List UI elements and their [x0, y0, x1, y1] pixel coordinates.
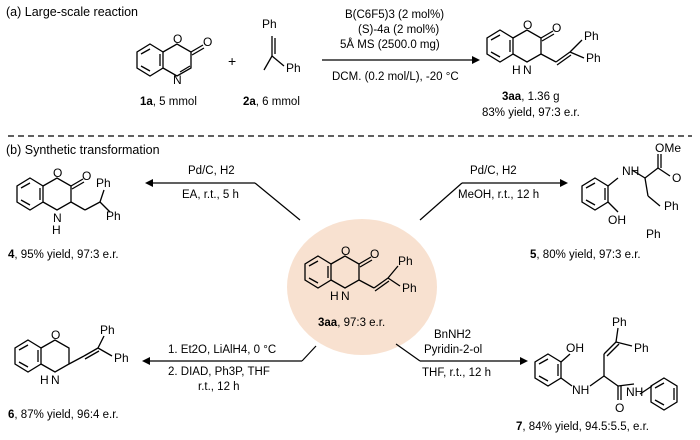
arrow-to-7: [395, 343, 421, 362]
svg-text:Ph: Ph: [612, 315, 627, 329]
compound-5-label: 5, 80% yield, 97:3 e.r.: [530, 249, 641, 261]
t2-reagent: Pd/C, H2: [470, 165, 517, 177]
atom-label: O: [203, 35, 212, 49]
atom-label: O: [173, 32, 182, 46]
svg-text:Ph: Ph: [664, 199, 679, 213]
svg-text:H: H: [512, 63, 521, 77]
svg-text:O: O: [672, 171, 681, 185]
svg-text:Ph: Ph: [402, 281, 417, 295]
svg-text:O: O: [552, 21, 561, 35]
compound-4-label: 4, 95% yield, 97:3 e.r.: [8, 249, 119, 261]
svg-text:Ph: Ph: [114, 351, 129, 365]
svg-text:N: N: [51, 373, 60, 387]
t4-reagent2: Pyridin-2-ol: [424, 344, 483, 356]
t4-conditions: THF, r.t., 12 h: [422, 367, 492, 379]
svg-text:Ph: Ph: [586, 51, 601, 65]
t1-reagent: Pd/C, H2: [188, 165, 235, 177]
svg-text:Ph: Ph: [646, 227, 661, 241]
svg-text:OH: OH: [608, 213, 626, 227]
compound-6-label: 6, 87% yield, 96:4 e.r.: [8, 409, 119, 421]
condition-solvent: DCM. (0.2 mol/L), -20 °C: [332, 71, 459, 83]
svg-text:NH: NH: [622, 164, 639, 178]
t3-step2: 2. DIAD, Ph3P, THF: [168, 366, 270, 378]
arrow-to-5: [419, 182, 463, 221]
svg-text:H: H: [330, 289, 339, 303]
product-3aa-label: 3aa, 1.36 g: [502, 91, 560, 103]
structure-2a: [263, 36, 285, 71]
svg-text:O: O: [523, 18, 532, 32]
svg-text:Ph: Ph: [96, 176, 111, 190]
svg-text:O: O: [51, 328, 60, 342]
structure-7: [534, 327, 678, 411]
reactant-1a-label: 1a, 5 mmol: [140, 96, 197, 108]
svg-text:Ph: Ph: [286, 61, 301, 75]
svg-text:Ph: Ph: [584, 29, 599, 43]
structure-5: [581, 154, 671, 213]
svg-text:H: H: [52, 223, 61, 237]
section-b-title: (b) Synthetic transformation: [6, 143, 160, 157]
svg-text:NH: NH: [626, 385, 643, 399]
condition-catalyst: B(C6F5)3 (2 mol%): [345, 9, 445, 21]
svg-text:Ph: Ph: [634, 341, 649, 355]
svg-text:O: O: [53, 166, 62, 180]
svg-text:O: O: [82, 169, 91, 183]
t2-conditions: MeOH, r.t., 12 h: [458, 189, 540, 201]
center-3aa-label: 3aa, 97:3 e.r.: [318, 317, 386, 329]
t1-conditions: EA, r.t., 5 h: [182, 189, 239, 201]
structure-6: [14, 335, 113, 373]
svg-text:O: O: [615, 401, 624, 415]
arrow-to-4: [254, 182, 301, 221]
atom-label: N: [173, 73, 182, 87]
svg-text:OMe: OMe: [655, 141, 681, 155]
plus-sign: +: [228, 53, 237, 69]
svg-text:Ph: Ph: [262, 17, 277, 31]
svg-text:Ph: Ph: [100, 323, 115, 337]
section-a-title: (a) Large-scale reaction: [6, 5, 139, 19]
svg-text:OH: OH: [566, 341, 584, 355]
t3-step2-conditions: r.t., 12 h: [198, 381, 240, 393]
t4-reagent1: BnNH2: [434, 329, 472, 341]
structure-3aa-center: [304, 255, 401, 292]
structure-1a: [136, 43, 205, 77]
svg-text:O: O: [341, 244, 350, 258]
condition-ms: 5Å MS (2500.0 mg): [340, 39, 440, 51]
svg-text:N: N: [53, 211, 62, 225]
svg-text:NH: NH: [572, 383, 589, 397]
svg-text:N: N: [523, 63, 532, 77]
svg-text:Ph: Ph: [106, 209, 121, 223]
structure-3aa-top: [486, 29, 585, 66]
reactant-2a-label: 2a, 6 mmol: [243, 96, 300, 108]
svg-text:H: H: [40, 373, 49, 387]
t3-step1: 1. Et2O, LiAlH4, 0 °C: [168, 344, 277, 356]
center-highlight: [287, 219, 437, 355]
compound-7-label: 7, 84% yield, 94.5:5.5, e.r.: [516, 421, 649, 433]
structure-4: [16, 177, 111, 213]
svg-text:Ph: Ph: [398, 254, 413, 268]
product-3aa-yield: 83% yield, 97:3 e.r.: [482, 107, 580, 119]
svg-text:O: O: [370, 247, 379, 261]
arrow-to-6: [301, 345, 317, 362]
svg-text:N: N: [341, 289, 350, 303]
condition-ligand: (S)-4a (2 mol%): [358, 24, 440, 36]
